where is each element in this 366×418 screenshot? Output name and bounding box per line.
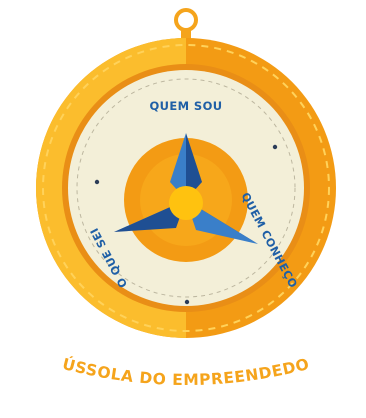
hanging-ring bbox=[174, 8, 198, 42]
bezel-dashes bbox=[42, 44, 330, 332]
needle-hub bbox=[169, 186, 203, 220]
cardinal-dots bbox=[94, 144, 278, 305]
label-quem-sou: QUEM SOU bbox=[149, 99, 222, 113]
compass-needle bbox=[114, 133, 258, 244]
